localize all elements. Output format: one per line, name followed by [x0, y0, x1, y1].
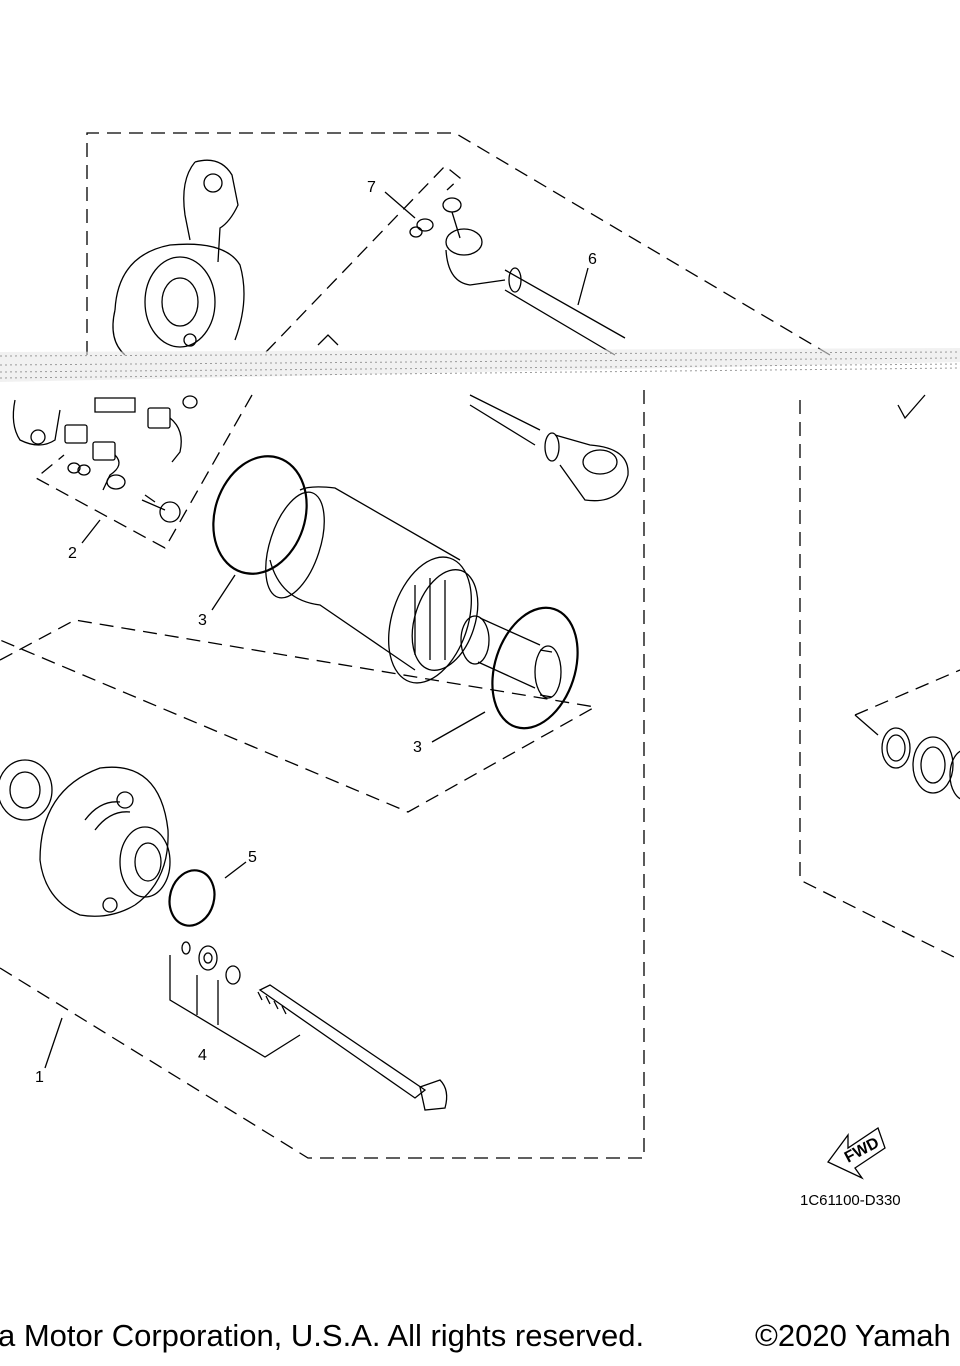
part-label-6: 6 [588, 251, 597, 268]
armature [212, 455, 579, 730]
scan-noise-band [0, 348, 960, 382]
group-outline-brush-holder [34, 394, 253, 549]
right-side-parts [854, 669, 960, 800]
part-label-7: 7 [367, 179, 376, 196]
lead-wire [409, 197, 629, 502]
group-outline-top [86, 132, 831, 356]
part-label-2: 2 [68, 545, 77, 562]
part-label-3b: 3 [413, 739, 422, 756]
group-outline-main [0, 390, 645, 1159]
o-ring [168, 869, 216, 927]
part-labels: 7 6 2 3 3 5 4 1 [35, 179, 597, 1086]
part-label-3a: 3 [198, 612, 207, 629]
front-cover-bracket [112, 159, 245, 356]
copyright-year: ©2020 Yamah [755, 1318, 951, 1353]
leader-lines [44, 191, 589, 1069]
armature-outline [0, 619, 597, 813]
part-label-4: 4 [198, 1047, 207, 1064]
part-label-5: 5 [248, 849, 257, 866]
copyright-text: a Motor Corporation, U.S.A. All rights r… [0, 1318, 645, 1353]
rear-cover [0, 759, 171, 917]
part-label-1: 1 [35, 1069, 44, 1086]
brush-holder-parts [12, 395, 198, 523]
group-outline-right [799, 400, 960, 961]
fwd-arrow-icon: FWD [827, 1126, 886, 1180]
small-arrow-outline [317, 334, 926, 420]
diagram-code: 1C61100-D330 [800, 1192, 901, 1209]
washers-bolts [169, 941, 448, 1111]
